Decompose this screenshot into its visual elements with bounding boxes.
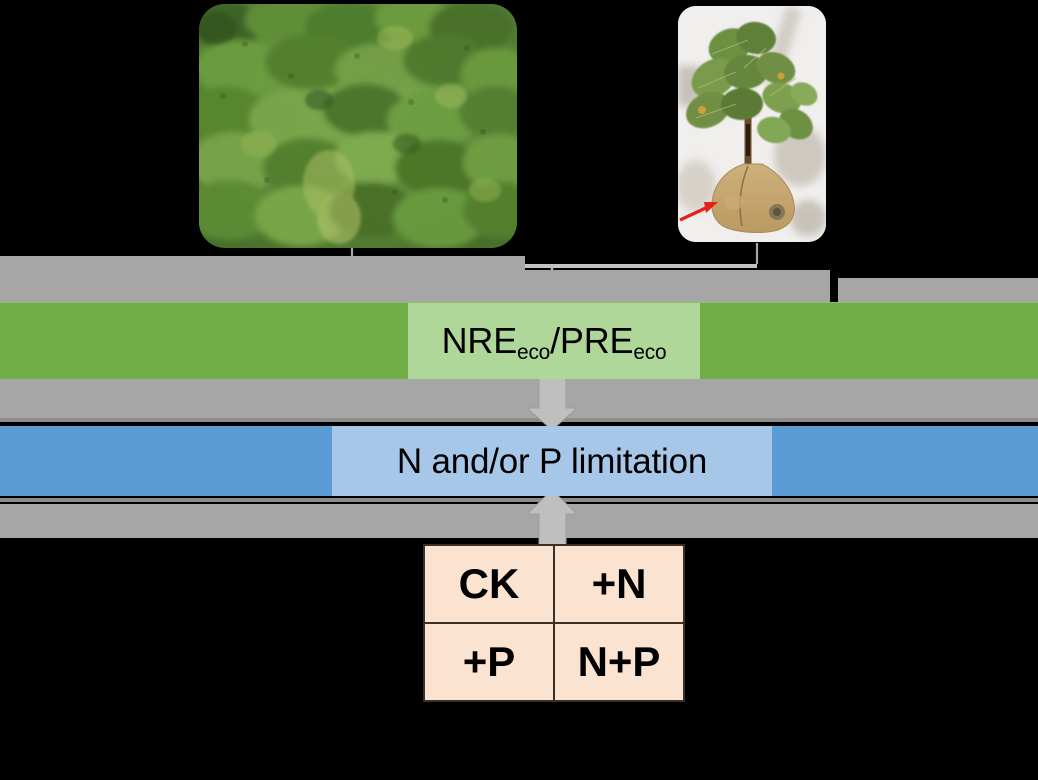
table-cell-ck: CK <box>423 544 555 624</box>
table-row: +P N+P <box>423 622 685 702</box>
nre-pre-band: NREeco/PREeco <box>0 302 1038 379</box>
table-row: CK +N <box>423 544 685 624</box>
treatment-table: CK +N +P N+P <box>423 544 685 702</box>
nre-pre-label-box: NREeco/PREeco <box>408 303 700 379</box>
table-cell-n-plus-p: N+P <box>553 622 685 702</box>
table-cell-plus-p: +P <box>423 622 555 702</box>
limitation-band: N and/or P limitation <box>0 426 1038 496</box>
leaf-branch-photo <box>678 6 826 242</box>
forest-canopy-photo <box>199 4 517 248</box>
limitation-label-box: N and/or P limitation <box>332 426 772 496</box>
down-arrow-green-to-blue <box>525 371 579 431</box>
limitation-label: N and/or P limitation <box>396 441 708 481</box>
up-arrow-table-to-blue <box>525 489 579 553</box>
table-cell-plus-n: +N <box>553 544 685 624</box>
nre-pre-label: NREeco/PREeco <box>441 320 667 365</box>
red-arrow-annotation <box>679 202 718 222</box>
